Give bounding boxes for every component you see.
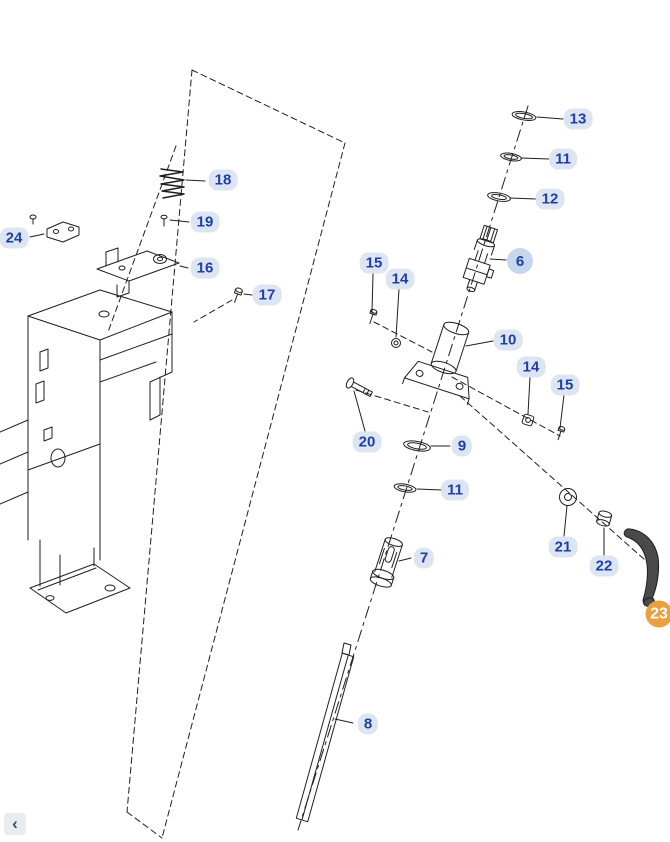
part-bolt-15-left	[369, 308, 378, 325]
part-label-15-left[interactable]: 15	[359, 252, 389, 274]
part-label-7[interactable]: 7	[413, 547, 435, 569]
part-ring-9	[403, 440, 431, 452]
part-bolt-17	[233, 287, 243, 303]
part-ring-11-lower	[393, 483, 417, 493]
part-label-12[interactable]: 12	[535, 188, 565, 210]
part-label-18[interactable]: 18	[208, 169, 238, 191]
assembly-axis-line	[297, 105, 529, 831]
part-label-14-left[interactable]: 14	[385, 268, 415, 290]
part-label-17[interactable]: 17	[252, 284, 282, 306]
part-housing-10	[402, 321, 470, 406]
part-label-24[interactable]: 24	[0, 227, 29, 249]
part-label-15-right[interactable]: 15	[550, 374, 580, 396]
part-label-10[interactable]: 10	[493, 329, 523, 351]
part-shaft-8	[295, 642, 355, 823]
part-clamp-24	[29, 214, 80, 243]
part-ring-11-top	[500, 152, 522, 162]
leader-lines	[29, 116, 605, 724]
part-label-19[interactable]: 19	[190, 211, 220, 233]
frame-drawing	[0, 289, 173, 614]
part-bracket-16	[96, 247, 180, 298]
part-coupler-7	[369, 537, 403, 588]
part-label-14-right[interactable]: 14	[516, 356, 546, 378]
part-label-21[interactable]: 21	[548, 536, 578, 558]
part-nut-14-left	[391, 338, 401, 348]
part-washer-21	[559, 488, 577, 506]
part-lever-23	[623, 528, 660, 607]
part-label-11-lower[interactable]: 11	[441, 479, 469, 501]
chevron-left-icon: ‹	[12, 814, 18, 833]
part-label-23-highlighted[interactable]: 23	[645, 600, 670, 628]
part-label-16[interactable]: 16	[190, 257, 220, 279]
part-label-8[interactable]: 8	[357, 713, 379, 735]
part-bolt-20	[345, 377, 373, 397]
part-label-11-top[interactable]: 11	[549, 148, 577, 170]
part-label-9[interactable]: 9	[451, 435, 473, 457]
part-nut-22	[596, 510, 613, 527]
part-label-13[interactable]: 13	[563, 108, 593, 130]
part-joint-6	[462, 224, 499, 293]
part-label-22[interactable]: 22	[589, 555, 619, 577]
part-spring	[159, 168, 185, 199]
part-nut-14-right	[521, 413, 535, 427]
back-button[interactable]: ‹	[4, 813, 26, 835]
part-bolt-15-right	[557, 426, 566, 441]
part-screw-19	[160, 214, 168, 227]
part-label-6[interactable]: 6	[507, 248, 533, 274]
part-ring-12	[487, 192, 511, 202]
part-label-20[interactable]: 20	[352, 431, 382, 453]
part-ring-13	[511, 111, 537, 121]
